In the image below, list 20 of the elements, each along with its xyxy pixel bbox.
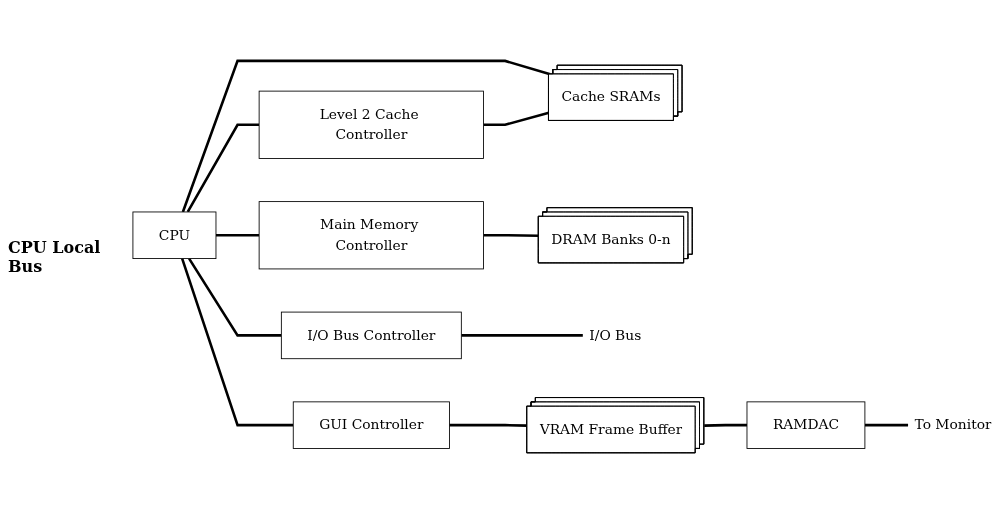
connector [180,257,294,427]
node-box: Level 2 Cache Controller [258,90,484,159]
connector [186,123,260,213]
node-box: GUI Controller [292,401,450,449]
node-text: I/O Bus [589,326,642,343]
node-box: CPU [132,211,217,259]
node-box: Main Memory Controller [258,200,484,269]
connector [215,233,260,237]
connector [188,257,282,337]
bus-label: CPU Local Bus [8,237,102,276]
connector [864,423,909,427]
node-box: RAMDAC [746,401,866,449]
connector [461,333,583,337]
connector [181,59,551,213]
node-box: I/O Bus Controller [280,311,462,359]
connector [483,111,550,126]
connector [704,423,747,427]
node-text: To Monitor [914,416,992,433]
connector [449,423,528,427]
connector [483,233,539,237]
